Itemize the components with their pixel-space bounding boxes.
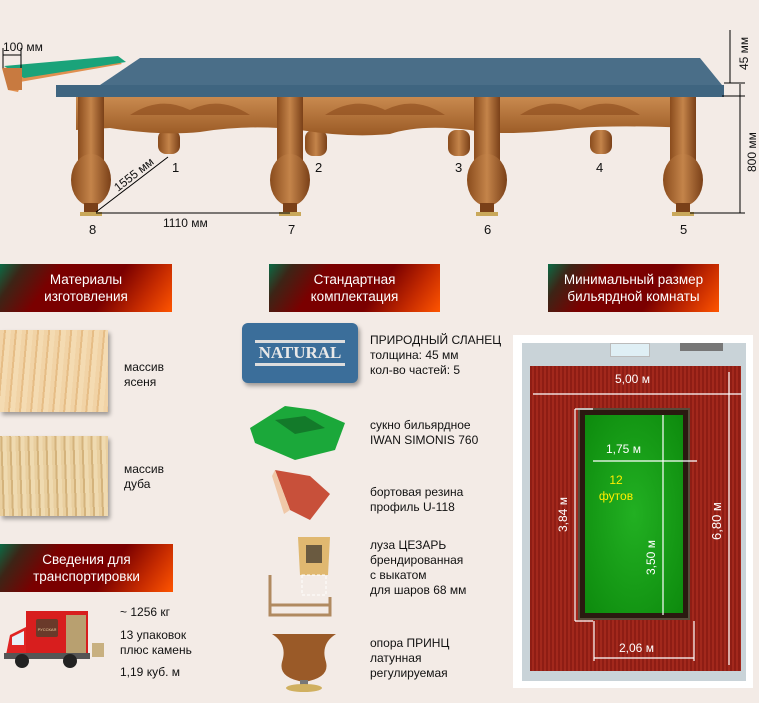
item-line: с выкатом — [370, 568, 427, 582]
front-legs — [71, 97, 703, 216]
table-length-label: 3,50 м — [644, 540, 658, 575]
transport-weight: ~ 1256 кг — [120, 605, 170, 619]
slate-edge — [56, 85, 724, 97]
room-length-label: 6,80 м — [709, 502, 724, 540]
outer-length-label: 3,84 м — [556, 497, 570, 532]
table-width-label: 1,75 м — [606, 442, 641, 456]
leg-number: 3 — [455, 160, 463, 175]
materials-header: Материалы изготовления — [0, 264, 172, 312]
item-line: луза ЦЕЗАРЬ — [370, 538, 447, 552]
billiard-table-illustration: 1555 мм 45 мм 800 мм — [2, 30, 759, 216]
item-line: толщина: 45 мм — [370, 348, 459, 362]
item-line: латунная — [370, 651, 422, 665]
item-line: ПРИРОДНЫЙ СЛАНЕЦ — [370, 333, 502, 347]
leg-number: 2 — [315, 160, 323, 175]
item-line: регулируемая — [370, 666, 448, 680]
back-legs — [158, 130, 612, 156]
rail-profile — [2, 48, 126, 92]
item-line: для шаров 68 мм — [370, 583, 467, 597]
table-apron — [76, 97, 692, 136]
material-line: ясеня — [124, 375, 157, 389]
table-height-label: 800 мм — [745, 132, 759, 172]
truck-icon: РУССКАЯ — [4, 611, 104, 668]
material-line: массив — [124, 462, 165, 476]
slate-thickness-label: 45 мм — [737, 37, 751, 70]
item-line: опора ПРИНЦ — [370, 636, 450, 650]
cloth-icon — [250, 406, 345, 460]
size-number: 12 — [609, 473, 623, 487]
pocket-icon — [268, 537, 332, 617]
oak-wood-swatch — [0, 436, 108, 516]
package-line: плюс камень — [120, 643, 192, 657]
item-line: бортовая резина — [370, 485, 464, 499]
carving-ornaments — [130, 103, 640, 115]
table-size-label: 12 футов — [596, 472, 636, 504]
diagonal-label: 1555 мм — [111, 155, 156, 195]
rail-width-label: 100 мм — [3, 40, 43, 54]
leg-number: 4 — [596, 160, 604, 175]
outer-width-label: 2,06 м — [619, 641, 654, 655]
item-line: профиль U-118 — [370, 500, 455, 514]
leg-number: 1 — [172, 160, 180, 175]
size-unit: футов — [598, 489, 634, 503]
item-line: IWAN SIMONIS 760 — [370, 433, 479, 447]
leg-spacing-label: 1110 мм — [163, 216, 208, 230]
truck-logo: РУССКАЯ — [38, 627, 57, 632]
item-line: сукно бильярдное — [370, 418, 471, 432]
window-icon — [610, 343, 650, 357]
rubber-icon — [272, 470, 330, 520]
natural-logo: NATURAL — [254, 340, 346, 366]
room-size-header: Минимальный размер бильярдной комнаты — [548, 264, 719, 312]
room-dimension-lines: 6,80 м 3,50 м 3,84 м — [533, 372, 742, 665]
ash-wood-swatch — [0, 330, 108, 412]
slate-top — [100, 58, 722, 85]
material-line: массив — [124, 360, 165, 374]
leg-number: 5 — [680, 222, 688, 237]
slate-icon: NATURAL — [242, 323, 358, 383]
transport-header: Сведения для транспортировки — [0, 544, 173, 592]
standard-kit-header: Стандартная комплектация — [269, 264, 440, 312]
transport-volume: 1,19 куб. м — [120, 665, 180, 679]
radiator-icon — [680, 343, 723, 351]
leg-number: 6 — [484, 222, 492, 237]
item-line: брендированная — [370, 553, 464, 567]
package-line: 13 упаковок — [120, 628, 187, 642]
leg-icon — [272, 634, 336, 692]
dimension-lines — [95, 30, 745, 214]
leg-number: 8 — [89, 222, 97, 237]
leg-number: 7 — [288, 222, 296, 237]
table-cloth — [585, 415, 683, 613]
material-line: дуба — [124, 477, 151, 491]
pool-table-top-view — [578, 408, 690, 620]
item-line: кол-во частей: 5 — [370, 363, 461, 377]
room-width-label: 5,00 м — [615, 372, 650, 386]
